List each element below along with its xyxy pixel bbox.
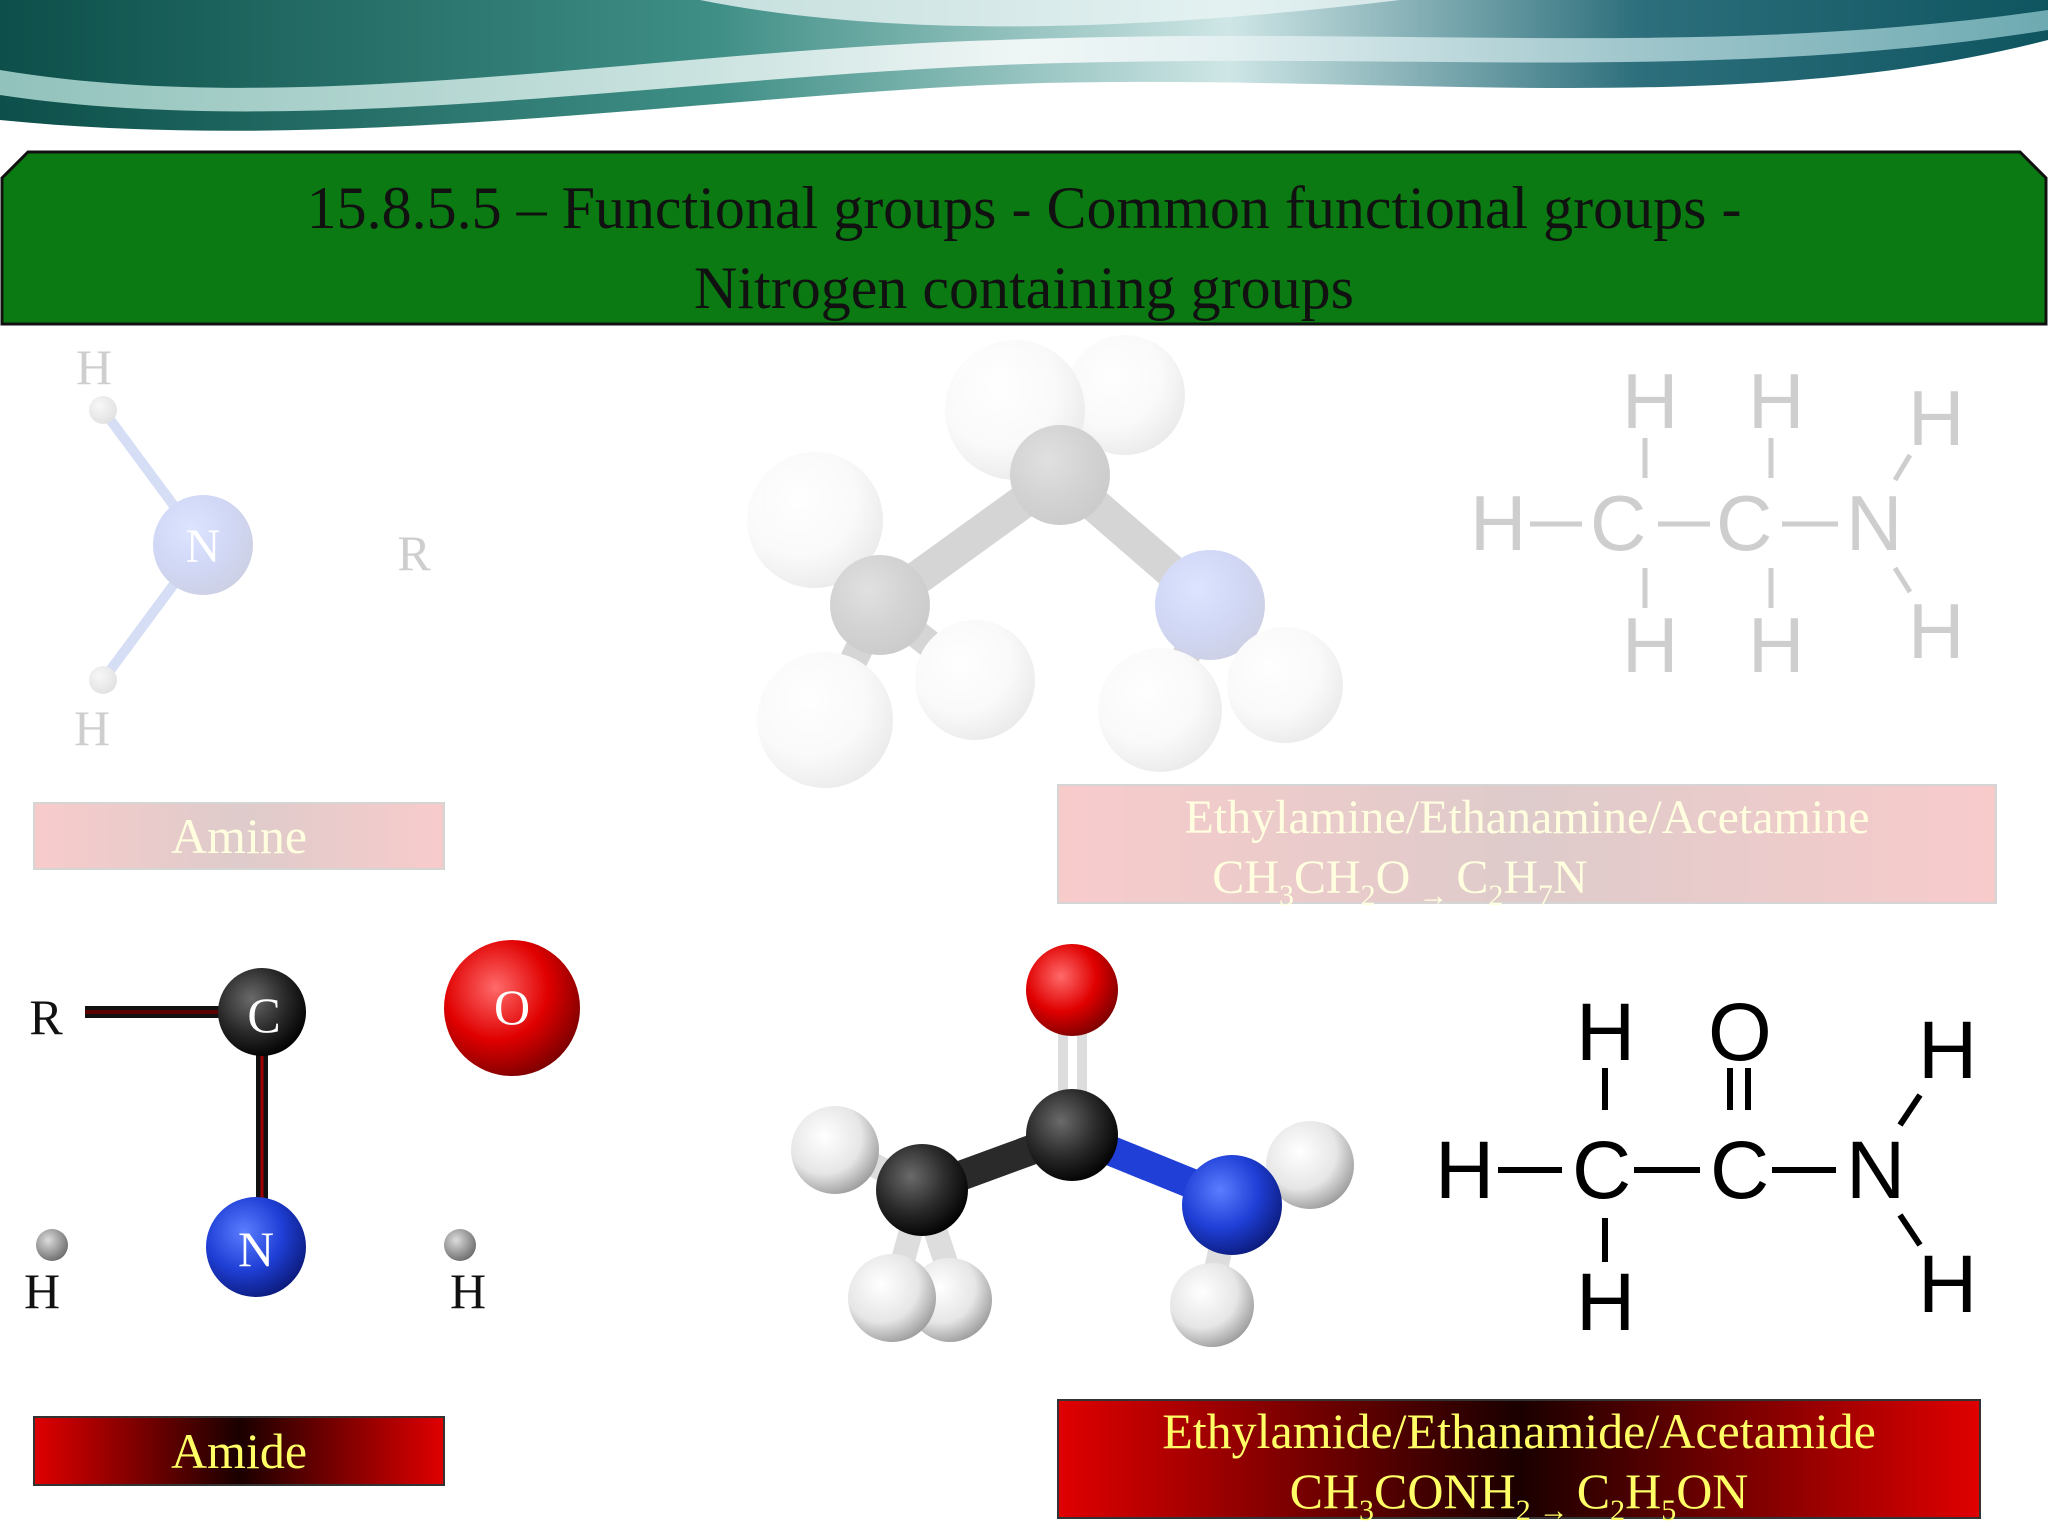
acetamide-name: Ethylamide/Ethanamide/Acetamide xyxy=(1162,1403,1876,1459)
hydrogen-atom xyxy=(1227,627,1343,743)
ethylamine-name-box: Ethylamine/Ethanamine/Acetamine CH3CH2O→… xyxy=(1057,784,1997,912)
amide-label: Amide xyxy=(171,1423,307,1479)
oxygen-atom xyxy=(1026,944,1118,1036)
amine-r-label: R xyxy=(397,525,431,581)
ethylamine-formula: CH3CH2O→C2H7N xyxy=(1212,851,1587,912)
amide-o-label: O xyxy=(494,979,530,1035)
struct-o: O xyxy=(1708,987,1772,1078)
struct-n: N xyxy=(1846,1125,1905,1216)
hydrogen-atom xyxy=(89,666,117,694)
struct-h: H xyxy=(1748,357,1804,445)
amide-h-left-label: H xyxy=(24,1263,60,1319)
amine-h-top-label: H xyxy=(76,339,112,395)
nitrogen-atom xyxy=(1155,550,1265,660)
nitrogen-atom xyxy=(1182,1155,1282,1255)
ethylamine-name: Ethylamine/Ethanamine/Acetamine xyxy=(1184,791,1869,844)
hydrogen-atom xyxy=(444,1229,476,1261)
struct-n: N xyxy=(1846,479,1902,567)
hydrogen-atom xyxy=(747,452,883,588)
hydrogen-atom xyxy=(791,1106,879,1194)
amine-label: Amine xyxy=(171,808,307,864)
hydrogen-atom xyxy=(1065,335,1185,455)
hydrogen-atom xyxy=(757,652,893,788)
amide-label-box: Amide xyxy=(33,1416,445,1486)
struct-h: H xyxy=(1918,1005,1977,1096)
hydrogen-atom xyxy=(848,1254,936,1342)
title-line-1: 15.8.5.5 – Functional groups - Common fu… xyxy=(307,175,1742,241)
title-line-2: Nitrogen containing groups xyxy=(694,255,1354,321)
amide-r-label: R xyxy=(29,989,63,1045)
hydrogen-atom xyxy=(36,1229,68,1261)
hydrogen-atom xyxy=(915,620,1035,740)
struct-h: H xyxy=(1622,357,1678,445)
struct-c: C xyxy=(1716,479,1772,567)
title-bar: 15.8.5.5 – Functional groups - Common fu… xyxy=(0,150,2048,326)
struct-h: H xyxy=(1622,601,1678,689)
struct-h: H xyxy=(1435,1125,1494,1216)
carbon-atom xyxy=(1010,425,1110,525)
acetamide-ball-stick-model xyxy=(791,944,1354,1347)
hydrogen-atom xyxy=(89,396,117,424)
struct-h: H xyxy=(1576,1257,1635,1348)
nitrogen-atom xyxy=(153,495,253,595)
ethylamine-ball-stick-model xyxy=(747,335,1343,788)
carbon-atom xyxy=(830,555,930,655)
amide-c-label: C xyxy=(247,987,280,1043)
amine-n-label: N xyxy=(186,520,221,573)
carbon-atom xyxy=(218,968,306,1056)
amide-n-label: N xyxy=(238,1221,274,1277)
struct-h: H xyxy=(1576,987,1635,1078)
struct-h: H xyxy=(1908,374,1964,462)
header-wave-decoration xyxy=(0,0,2048,131)
hydrogen-atom xyxy=(1266,1121,1354,1209)
struct-h: H xyxy=(1748,601,1804,689)
amide-generic-diagram: R C O N H H xyxy=(24,940,580,1319)
ethylamine-structural-formula: H H H H C C N H H H xyxy=(1470,357,1964,689)
struct-h: H xyxy=(1908,587,1964,675)
amine-h-bottom-label: H xyxy=(74,700,110,756)
hydrogen-atom xyxy=(1098,648,1222,772)
struct-h: H xyxy=(1470,479,1526,567)
struct-c: C xyxy=(1710,1125,1769,1216)
oxygen-atom xyxy=(444,940,580,1076)
struct-h: H xyxy=(1918,1239,1977,1330)
amine-label-box: Amine xyxy=(33,802,445,870)
hydrogen-atom xyxy=(1170,1263,1254,1347)
amine-section: N H H R H xyxy=(33,335,1997,912)
acetamide-formula: CH3CONH2→C2H5ON xyxy=(1290,1463,1749,1527)
struct-c: C xyxy=(1590,479,1646,567)
amine-generic-diagram: N H H R xyxy=(74,339,431,756)
nitrogen-atom xyxy=(206,1197,306,1297)
amide-section: R C O N H H xyxy=(24,940,1981,1527)
amide-h-right-label: H xyxy=(450,1263,486,1319)
acetamide-structural-formula: H O H H C C N H H xyxy=(1435,987,1977,1348)
acetamide-name-box: Ethylamide/Ethanamide/Acetamide CH3CONH2… xyxy=(1057,1399,1981,1527)
carbon-atom xyxy=(876,1144,968,1236)
struct-c: C xyxy=(1572,1125,1631,1216)
carbon-atom xyxy=(1026,1089,1118,1181)
